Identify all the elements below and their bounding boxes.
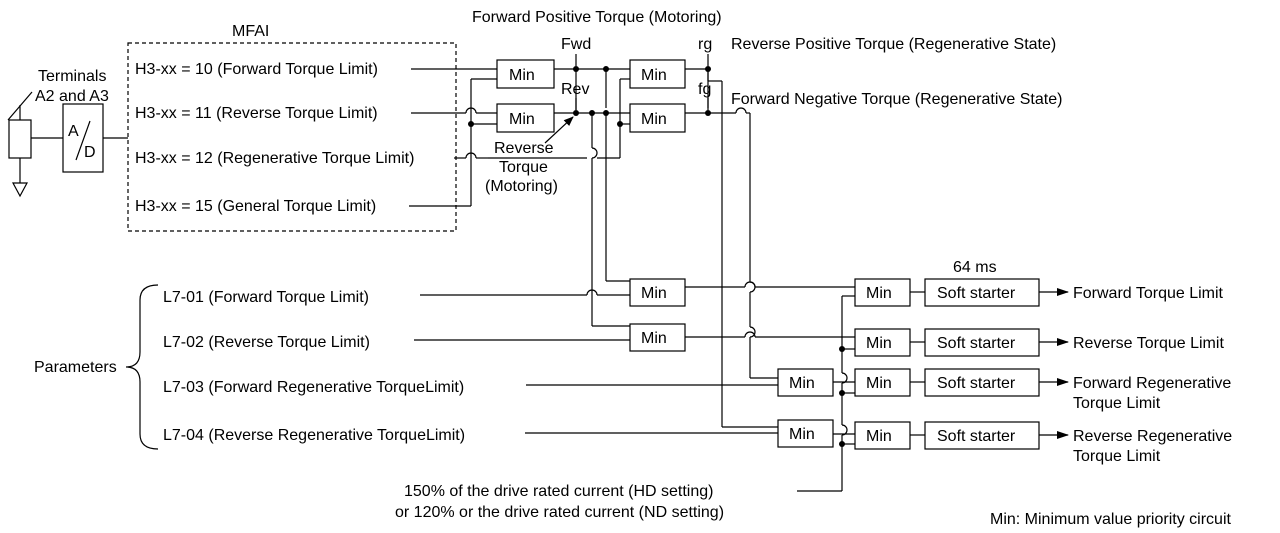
min-final-4-label: Min	[866, 428, 892, 445]
min-box-l7-02	[629, 323, 686, 352]
fg-label: fg	[698, 81, 711, 98]
min-final-1-label: Min	[866, 285, 892, 302]
min-box-final-3	[854, 368, 911, 397]
mfai-label: MFAI	[232, 23, 269, 40]
min-box-forward	[496, 59, 555, 89]
soft-start-time-label: 64 ms	[953, 259, 997, 276]
parameters-brace	[125, 284, 159, 450]
min-box-final-2	[854, 328, 911, 357]
parameters-label: Parameters	[34, 359, 117, 376]
title-forward-positive-torque: Forward Positive Torque (Motoring)	[472, 9, 722, 26]
min-forward-label: Min	[509, 67, 535, 84]
soft-starter-4	[924, 421, 1040, 450]
mfai-input-10: H3-xx = 10 (Forward Torque Limit)	[135, 61, 378, 78]
min-rg-label: Min	[641, 67, 667, 84]
reverse-torque-label-2: Torque	[499, 159, 548, 176]
min-l7-03-label: Min	[789, 375, 815, 392]
reverse-torque-label-3: (Motoring)	[485, 178, 558, 195]
terminal-resistor	[8, 119, 32, 159]
min-box-l7-01	[629, 278, 686, 307]
ground-symbol	[11, 182, 29, 198]
mfai-box	[127, 42, 457, 232]
output-reverse-regen-2: Torque Limit	[1073, 448, 1161, 465]
min-box-final-4	[854, 421, 911, 450]
output-reverse-regen-1: Reverse Regenerative	[1073, 428, 1232, 445]
min-box-reverse	[496, 103, 555, 133]
ad-d-label: D	[84, 144, 96, 161]
current-note-hd: 150% of the drive rated current (HD sett…	[404, 483, 713, 500]
fg-side-label: Forward Negative Torque (Regenerative St…	[731, 91, 1062, 108]
min-reverse-label: Min	[509, 111, 535, 128]
soft-starter-4-label: Soft starter	[937, 428, 1016, 445]
mfai-input-15: H3-xx = 15 (General Torque Limit)	[135, 198, 376, 215]
fwd-label: Fwd	[561, 36, 591, 53]
rg-side-label: Reverse Positive Torque (Regenerative St…	[731, 36, 1056, 53]
mfai-input-12: H3-xx = 12 (Regenerative Torque Limit)	[135, 150, 414, 167]
reverse-torque-label-1: Reverse	[494, 140, 554, 157]
min-final-3-label: Min	[866, 375, 892, 392]
min-box-final-1	[854, 278, 911, 307]
soft-starter-3	[924, 368, 1040, 397]
min-box-l7-03	[777, 368, 834, 397]
ad-a-label: A	[68, 123, 79, 140]
min-fg-label: Min	[641, 111, 667, 128]
min-l7-04-label: Min	[789, 426, 815, 443]
soft-starter-3-label: Soft starter	[937, 375, 1016, 392]
rg-label: rg	[698, 36, 712, 53]
footnote-min-definition: Min: Minimum value priority circuit	[990, 511, 1231, 528]
soft-starter-1-label: Soft starter	[937, 285, 1016, 302]
output-forward-torque-limit: Forward Torque Limit	[1073, 285, 1224, 302]
rev-label: Rev	[561, 81, 589, 98]
output-reverse-torque-limit: Reverse Torque Limit	[1073, 335, 1224, 352]
param-l7-02: L7-02 (Reverse Torque Limit)	[163, 334, 370, 351]
param-l7-01: L7-01 (Forward Torque Limit)	[163, 289, 369, 306]
min-box-fg	[629, 103, 686, 133]
min-l7-01-label: Min	[641, 285, 667, 302]
min-box-rg	[629, 59, 686, 89]
soft-starter-2	[924, 328, 1040, 357]
terminals-label-2: A2 and A3	[35, 88, 109, 105]
rev-node	[573, 110, 579, 116]
soft-starter-1	[924, 278, 1040, 307]
output-forward-regen-1: Forward Regenerative	[1073, 375, 1231, 392]
current-note-nd: or 120% or the drive rated current (ND s…	[395, 504, 724, 521]
min-final-2-label: Min	[866, 335, 892, 352]
param-l7-04: L7-04 (Reverse Regenerative TorqueLimit)	[163, 427, 465, 444]
min-l7-02-label: Min	[641, 330, 667, 347]
mfai-input-11: H3-xx = 11 (Reverse Torque Limit)	[135, 105, 378, 122]
terminals-label-1: Terminals	[38, 68, 106, 85]
soft-starter-2-label: Soft starter	[937, 335, 1016, 352]
param-l7-03: L7-03 (Forward Regenerative TorqueLimit)	[163, 379, 464, 396]
ad-converter-box	[62, 103, 104, 173]
output-forward-regen-2: Torque Limit	[1073, 395, 1161, 412]
